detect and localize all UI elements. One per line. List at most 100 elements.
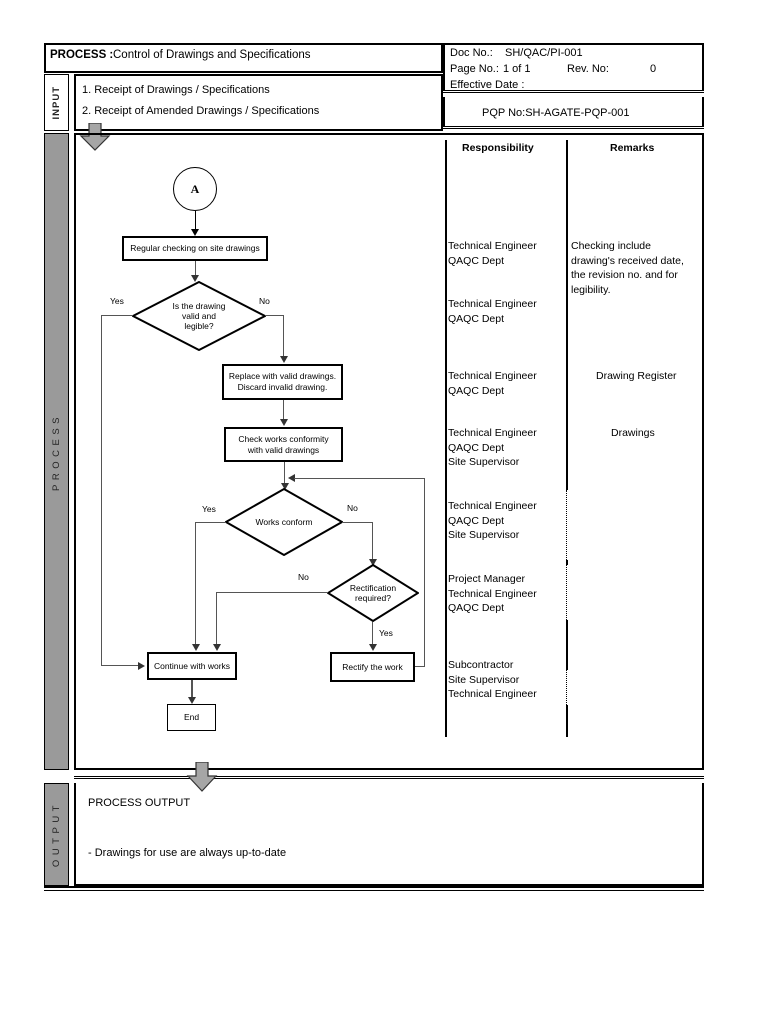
band-label-input: INPUT xyxy=(44,74,69,131)
edge-no3-vertical xyxy=(216,592,218,646)
edge-yes2-arrowhead xyxy=(191,644,200,651)
connector-a-node: A xyxy=(173,167,217,211)
edge-no1-arrowhead xyxy=(279,356,288,363)
edge-replace-to-check xyxy=(282,400,284,421)
edge-a-to-regular-check xyxy=(194,211,196,231)
node-check-conformity-label: Check works conformity with valid drawin… xyxy=(238,433,329,455)
remarks-entry-3: Drawings xyxy=(611,427,655,439)
node-check-conformity: Check works conformity with valid drawin… xyxy=(224,427,343,462)
node-end-label: End xyxy=(183,712,200,722)
edge-yes3-arrowhead xyxy=(369,644,377,651)
remarks-entry-2: Drawing Register xyxy=(596,370,677,382)
edge-yes2-horizontal xyxy=(195,522,226,524)
edge-check-to-decision2 xyxy=(283,462,285,485)
process-output-divider xyxy=(74,776,704,779)
remarks-column-divider-dotted-2 xyxy=(566,565,567,620)
edge-feedback-arrowhead xyxy=(288,474,295,482)
rev-no-value: 0 xyxy=(650,63,657,75)
edge-no2-vertical xyxy=(371,522,373,562)
decision-rectification-required: Rectification required? xyxy=(327,564,419,622)
input-item-2: 2. Receipt of Amended Drawings / Specifi… xyxy=(82,105,320,117)
responsibility-entry-3: Technical Engineer QAQC Dept xyxy=(448,370,537,397)
edge-yes1-vertical xyxy=(101,315,103,666)
remarks-column-divider-mid xyxy=(566,620,568,670)
decision-works-conform: Works conform xyxy=(225,488,343,556)
connector-a-label: A xyxy=(190,181,200,196)
label-yes-decision3: Yes xyxy=(379,628,393,638)
decision-valid-legible-label: Is the drawing valid and legible? xyxy=(172,301,226,331)
process-title-cell xyxy=(44,43,443,71)
node-rectify-the-work-label: Rectify the work xyxy=(342,661,403,672)
edge-regular-to-decision1-arrow xyxy=(191,275,199,282)
edge-yes1-arrowhead xyxy=(138,661,145,670)
edge-continue-to-end xyxy=(191,680,193,699)
band-label-output: OUTPUT xyxy=(44,783,69,886)
node-continue-with-works: Continue with works xyxy=(147,652,237,680)
edge-no3-horizontal xyxy=(216,592,328,594)
node-continue-with-works-label: Continue with works xyxy=(153,660,231,671)
edge-no3-arrowhead xyxy=(212,644,221,651)
edge-replace-to-check-arrow xyxy=(279,419,288,426)
process-label: PROCESS : xyxy=(50,49,114,61)
doc-no-label: Doc No.: xyxy=(450,47,493,59)
decision-works-conform-label: Works conform xyxy=(255,517,313,527)
remarks-column-divider-bottom xyxy=(566,705,568,737)
remarks-column-divider-dotted-3 xyxy=(566,670,567,705)
process-title-underline xyxy=(44,71,443,73)
rev-no-label: Rev. No: xyxy=(567,63,609,75)
edge-check-to-decision2-arrow xyxy=(280,483,289,490)
label-yes-decision2: Yes xyxy=(202,504,216,514)
page-no-value: 1 of 1 xyxy=(503,63,531,75)
edge-rectify-loop-right xyxy=(415,666,425,668)
band-label-input-text: INPUT xyxy=(51,85,62,120)
input-to-process-arrow xyxy=(79,122,111,156)
process-title: Control of Drawings and Specifications xyxy=(113,49,311,61)
responsibility-entry-6: Project Manager Technical Engineer QAQC … xyxy=(448,573,537,614)
input-item-1: 1. Receipt of Drawings / Specifications xyxy=(82,84,270,96)
edge-rectify-loop-vertical xyxy=(424,477,426,667)
node-replace-drawings: Replace with valid drawings. Discard inv… xyxy=(222,364,343,400)
frame-bottom-border xyxy=(44,886,704,888)
frame-bottom-border-2 xyxy=(44,890,704,891)
edge-yes3-vertical xyxy=(372,622,374,646)
node-end: End xyxy=(167,704,216,731)
process-to-output-arrow xyxy=(186,761,218,797)
remarks-column-divider-seg xyxy=(566,560,568,565)
doc-info-cell xyxy=(443,43,704,90)
edge-yes1-to-continue xyxy=(101,665,140,667)
edge-continue-to-end-arrow xyxy=(188,697,196,704)
edge-no2-arrowhead xyxy=(368,559,377,566)
responsibility-header: Responsibility xyxy=(462,142,534,154)
doc-no-value: SH/QAC/PI-001 xyxy=(505,47,583,59)
label-yes-decision1: Yes xyxy=(110,296,124,306)
responsibility-entry-4: Technical Engineer QAQC Dept Site Superv… xyxy=(448,427,537,468)
label-no-decision1: No xyxy=(259,296,270,306)
input-content-cell xyxy=(74,74,443,131)
remarks-header: Remarks xyxy=(610,142,655,154)
pqp-divider xyxy=(443,126,704,129)
band-label-output-text: OUTPUT xyxy=(51,801,62,868)
remarks-column-divider-dotted-1 xyxy=(566,490,567,560)
process-content-cell xyxy=(74,133,704,770)
doc-info-divider xyxy=(443,90,704,93)
edge-yes1-horizontal xyxy=(101,315,133,317)
responsibility-entry-5: Technical Engineer QAQC Dept Site Superv… xyxy=(448,500,537,541)
edge-regular-to-decision1 xyxy=(194,261,196,278)
band-label-process: PROCESS xyxy=(44,133,69,770)
node-regular-checking-label: Regular checking on site drawings xyxy=(130,243,260,253)
node-regular-checking: Regular checking on site drawings xyxy=(122,236,268,261)
responsibility-entry-2: Technical Engineer QAQC Dept xyxy=(448,298,537,325)
responsibility-entry-7: Subcontractor Site Supervisor Technical … xyxy=(448,659,537,700)
edge-rectify-loop-top xyxy=(294,477,425,479)
edge-no1-horizontal xyxy=(265,315,284,317)
output-item-1: - Drawings for use are always up-to-date xyxy=(88,847,287,859)
label-no-decision3: No xyxy=(298,572,309,582)
effective-date-label: Effective Date : xyxy=(450,79,525,91)
output-content-cell xyxy=(74,783,704,886)
remarks-entry-1: Checking include drawing's received date… xyxy=(571,240,684,296)
decision-valid-legible: Is the drawing valid and legible? xyxy=(132,281,266,351)
edge-no2-horizontal xyxy=(342,522,373,524)
decision-rectification-required-label: Rectification required? xyxy=(349,583,397,603)
edge-yes2-vertical xyxy=(195,522,197,646)
